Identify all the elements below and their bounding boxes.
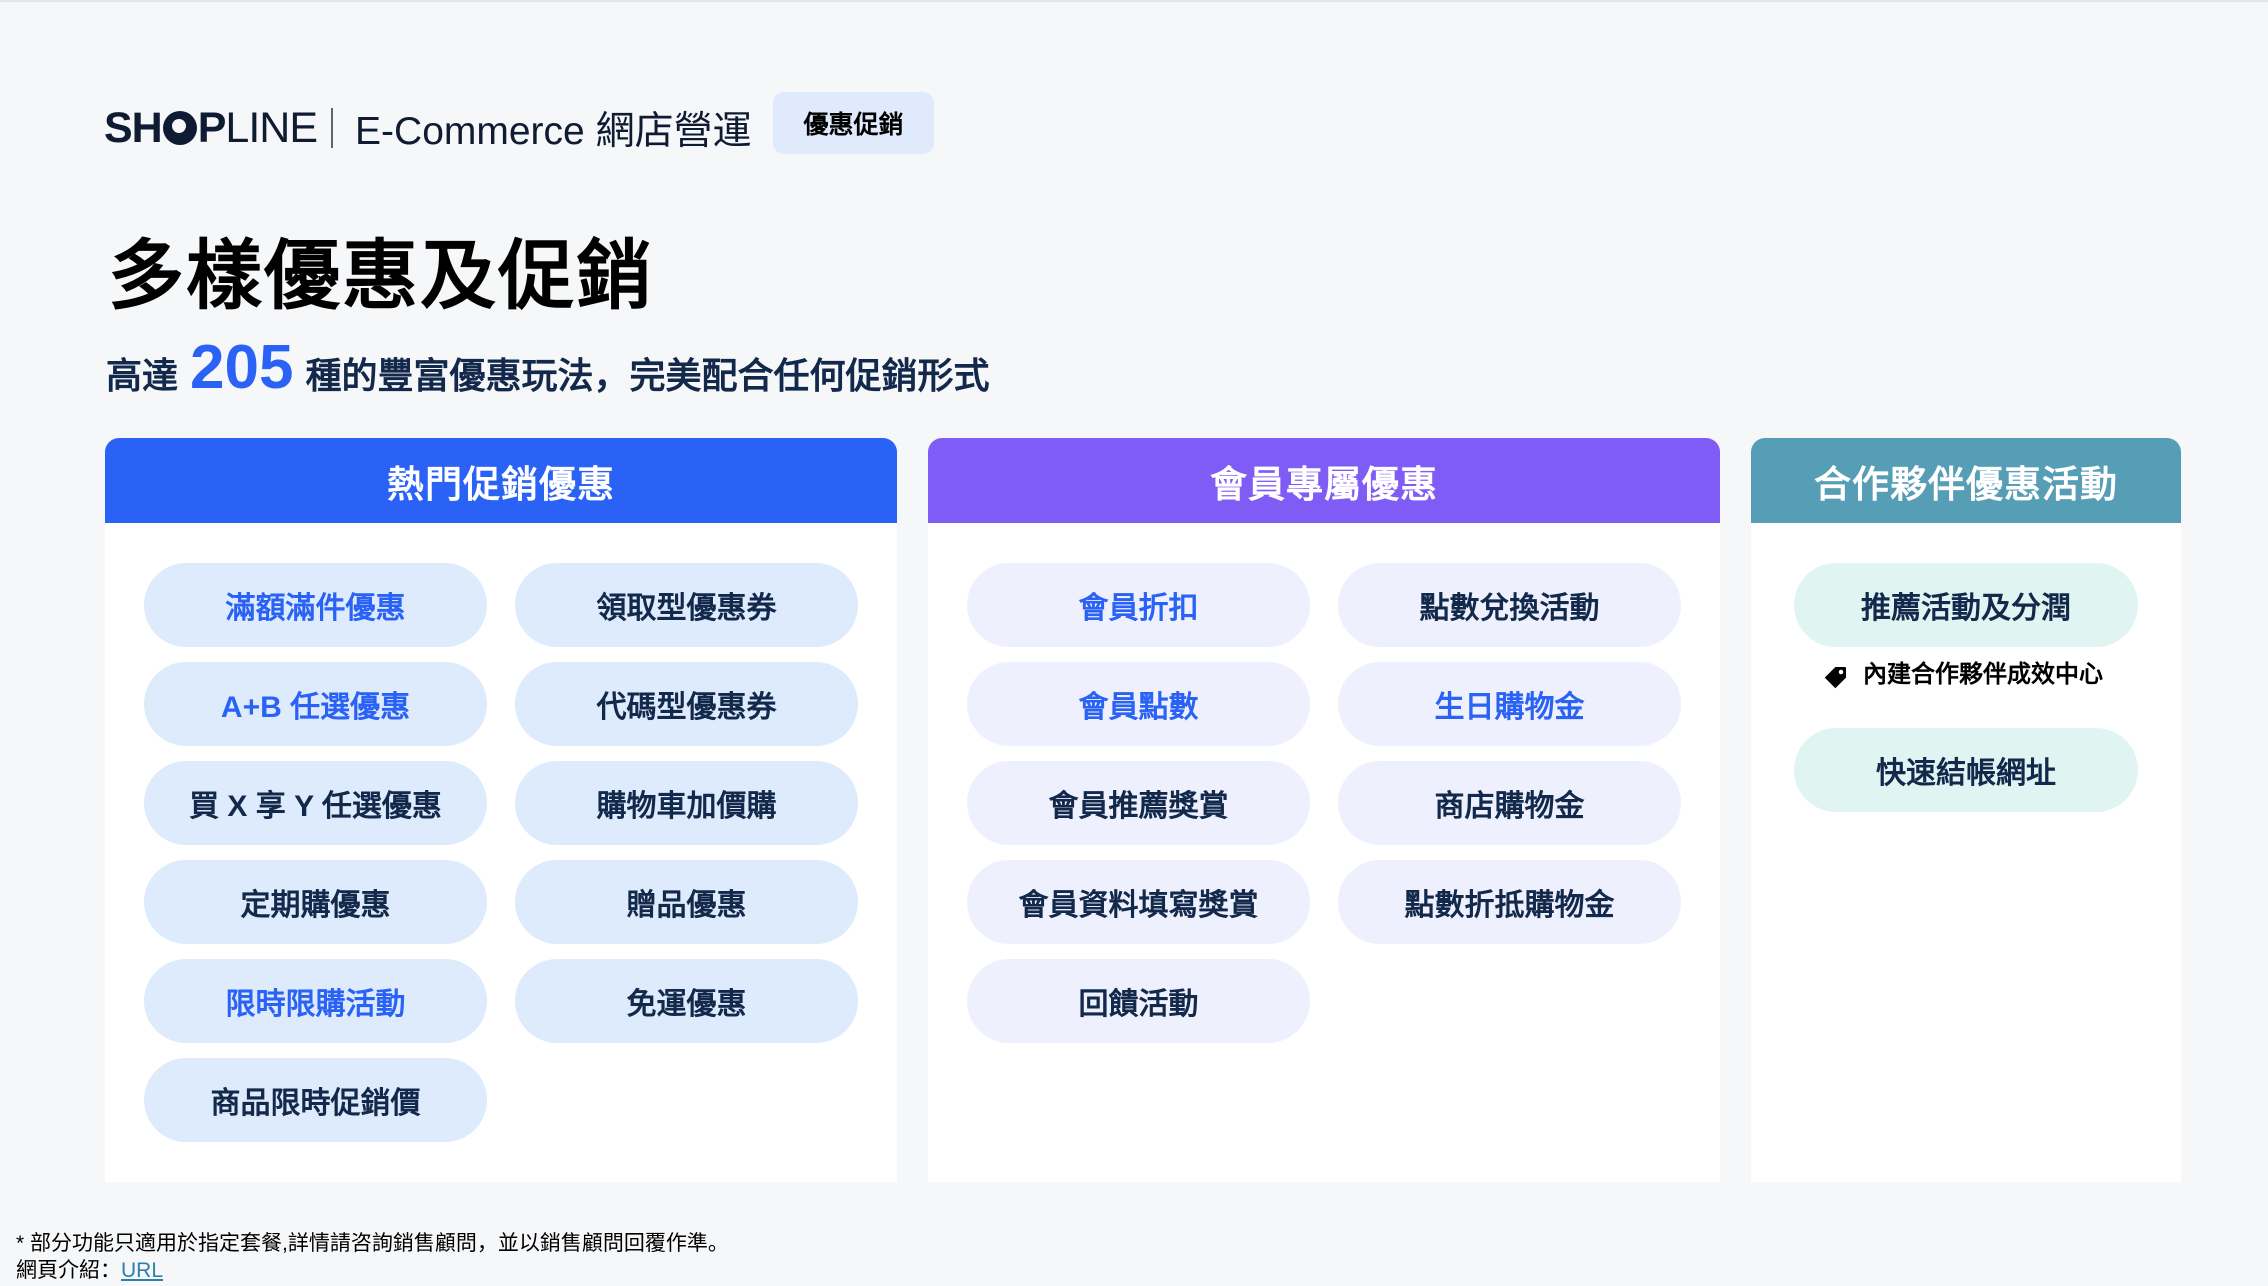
promotion-list: 滿額滿件優惠 領取型優惠券 A+B 任選優惠 代碼型優惠券 買 X 享 Y 任選… xyxy=(144,563,858,1142)
footer: * 部分功能只適用於指定套餐,詳情請咨詢銷售顧問，並以銷售顧問回覆作準。 網頁介… xyxy=(16,1230,729,1284)
tagline-number: 205 xyxy=(190,333,294,402)
footer-link-row: 網頁介紹：URL xyxy=(16,1257,729,1284)
header-subtitle: E-Commerce 網店營運 xyxy=(355,110,752,153)
promo-pill[interactable]: 商品限時促銷價 xyxy=(144,1058,487,1142)
promo-pill[interactable]: 推薦活動及分潤 xyxy=(1794,563,2138,647)
tagline-prefix: 高達 xyxy=(106,355,179,396)
promo-pill[interactable]: 會員點數 xyxy=(967,662,1310,746)
promo-pill[interactable]: 買 X 享 Y 任選優惠 xyxy=(144,761,487,845)
promo-pill[interactable]: 快速結帳網址 xyxy=(1794,728,2138,812)
page-title: 多樣優惠及促銷 xyxy=(108,234,654,319)
tag-icon xyxy=(1824,667,1846,689)
promo-pill[interactable]: 限時限購活動 xyxy=(144,959,487,1043)
promo-pill[interactable]: 會員推薦獎賞 xyxy=(967,761,1310,845)
promo-pill[interactable]: 回饋活動 xyxy=(967,959,1310,1043)
panel-partner-activities: 合作夥伴優惠活動 推薦活動及分潤 內建合作夥伴成效中心 快速結帳網址 xyxy=(1751,438,2181,1182)
footer-url-link[interactable]: URL xyxy=(121,1259,164,1282)
panel-popular-promotions: 熱門促銷優惠 滿額滿件優惠 領取型優惠券 A+B 任選優惠 代碼型優惠券 買 X… xyxy=(105,438,897,1182)
promo-pill[interactable]: 生日購物金 xyxy=(1338,662,1681,746)
category-badge: 優惠促銷 xyxy=(773,92,934,154)
logo-divider xyxy=(331,108,334,148)
promo-pill[interactable]: 會員資料填寫獎賞 xyxy=(967,860,1310,944)
footer-link-label: 網頁介紹： xyxy=(16,1259,121,1282)
promo-pill[interactable]: A+B 任選優惠 xyxy=(144,662,487,746)
promo-pill[interactable]: 點數折抵購物金 xyxy=(1338,860,1681,944)
partner-note-text: 內建合作夥伴成效中心 xyxy=(1863,661,2103,688)
promo-pill[interactable]: 定期購優惠 xyxy=(144,860,487,944)
panel-header: 熱門促銷優惠 xyxy=(105,438,897,523)
tagline-suffix: 種的豐富優惠玩法，完美配合任何促銷形式 xyxy=(305,355,990,396)
promo-pill[interactable]: 贈品優惠 xyxy=(515,860,858,944)
promo-pill[interactable]: 滿額滿件優惠 xyxy=(144,563,487,647)
panel-header: 合作夥伴優惠活動 xyxy=(1751,438,2181,523)
promo-pill[interactable]: 會員折扣 xyxy=(967,563,1310,647)
promo-pill[interactable]: 領取型優惠券 xyxy=(515,563,858,647)
promo-pill[interactable]: 代碼型優惠券 xyxy=(515,662,858,746)
promo-pill[interactable]: 購物車加價購 xyxy=(515,761,858,845)
panel-member-exclusive: 會員專屬優惠 會員折扣 點數兌換活動 會員點數 生日購物金 會員推薦獎賞 商店購… xyxy=(928,438,1720,1182)
footer-disclaimer: * 部分功能只適用於指定套餐,詳情請咨詢銷售顧問，並以銷售顧問回覆作準。 xyxy=(16,1232,729,1255)
page-tagline: 高達 205 種的豐富優惠玩法，完美配合任何促銷形式 xyxy=(106,332,989,403)
partner-note: 內建合作夥伴成效中心 xyxy=(1821,660,2121,692)
promo-pill[interactable]: 商店購物金 xyxy=(1338,761,1681,845)
panel-header: 會員專屬優惠 xyxy=(928,438,1720,523)
promo-pill[interactable]: 免運優惠 xyxy=(515,959,858,1043)
logo-o-icon xyxy=(162,110,197,145)
promotion-list: 會員折扣 點數兌換活動 會員點數 生日購物金 會員推薦獎賞 商店購物金 會員資料… xyxy=(967,563,1681,1043)
promo-pill[interactable]: 點數兌換活動 xyxy=(1338,563,1681,647)
